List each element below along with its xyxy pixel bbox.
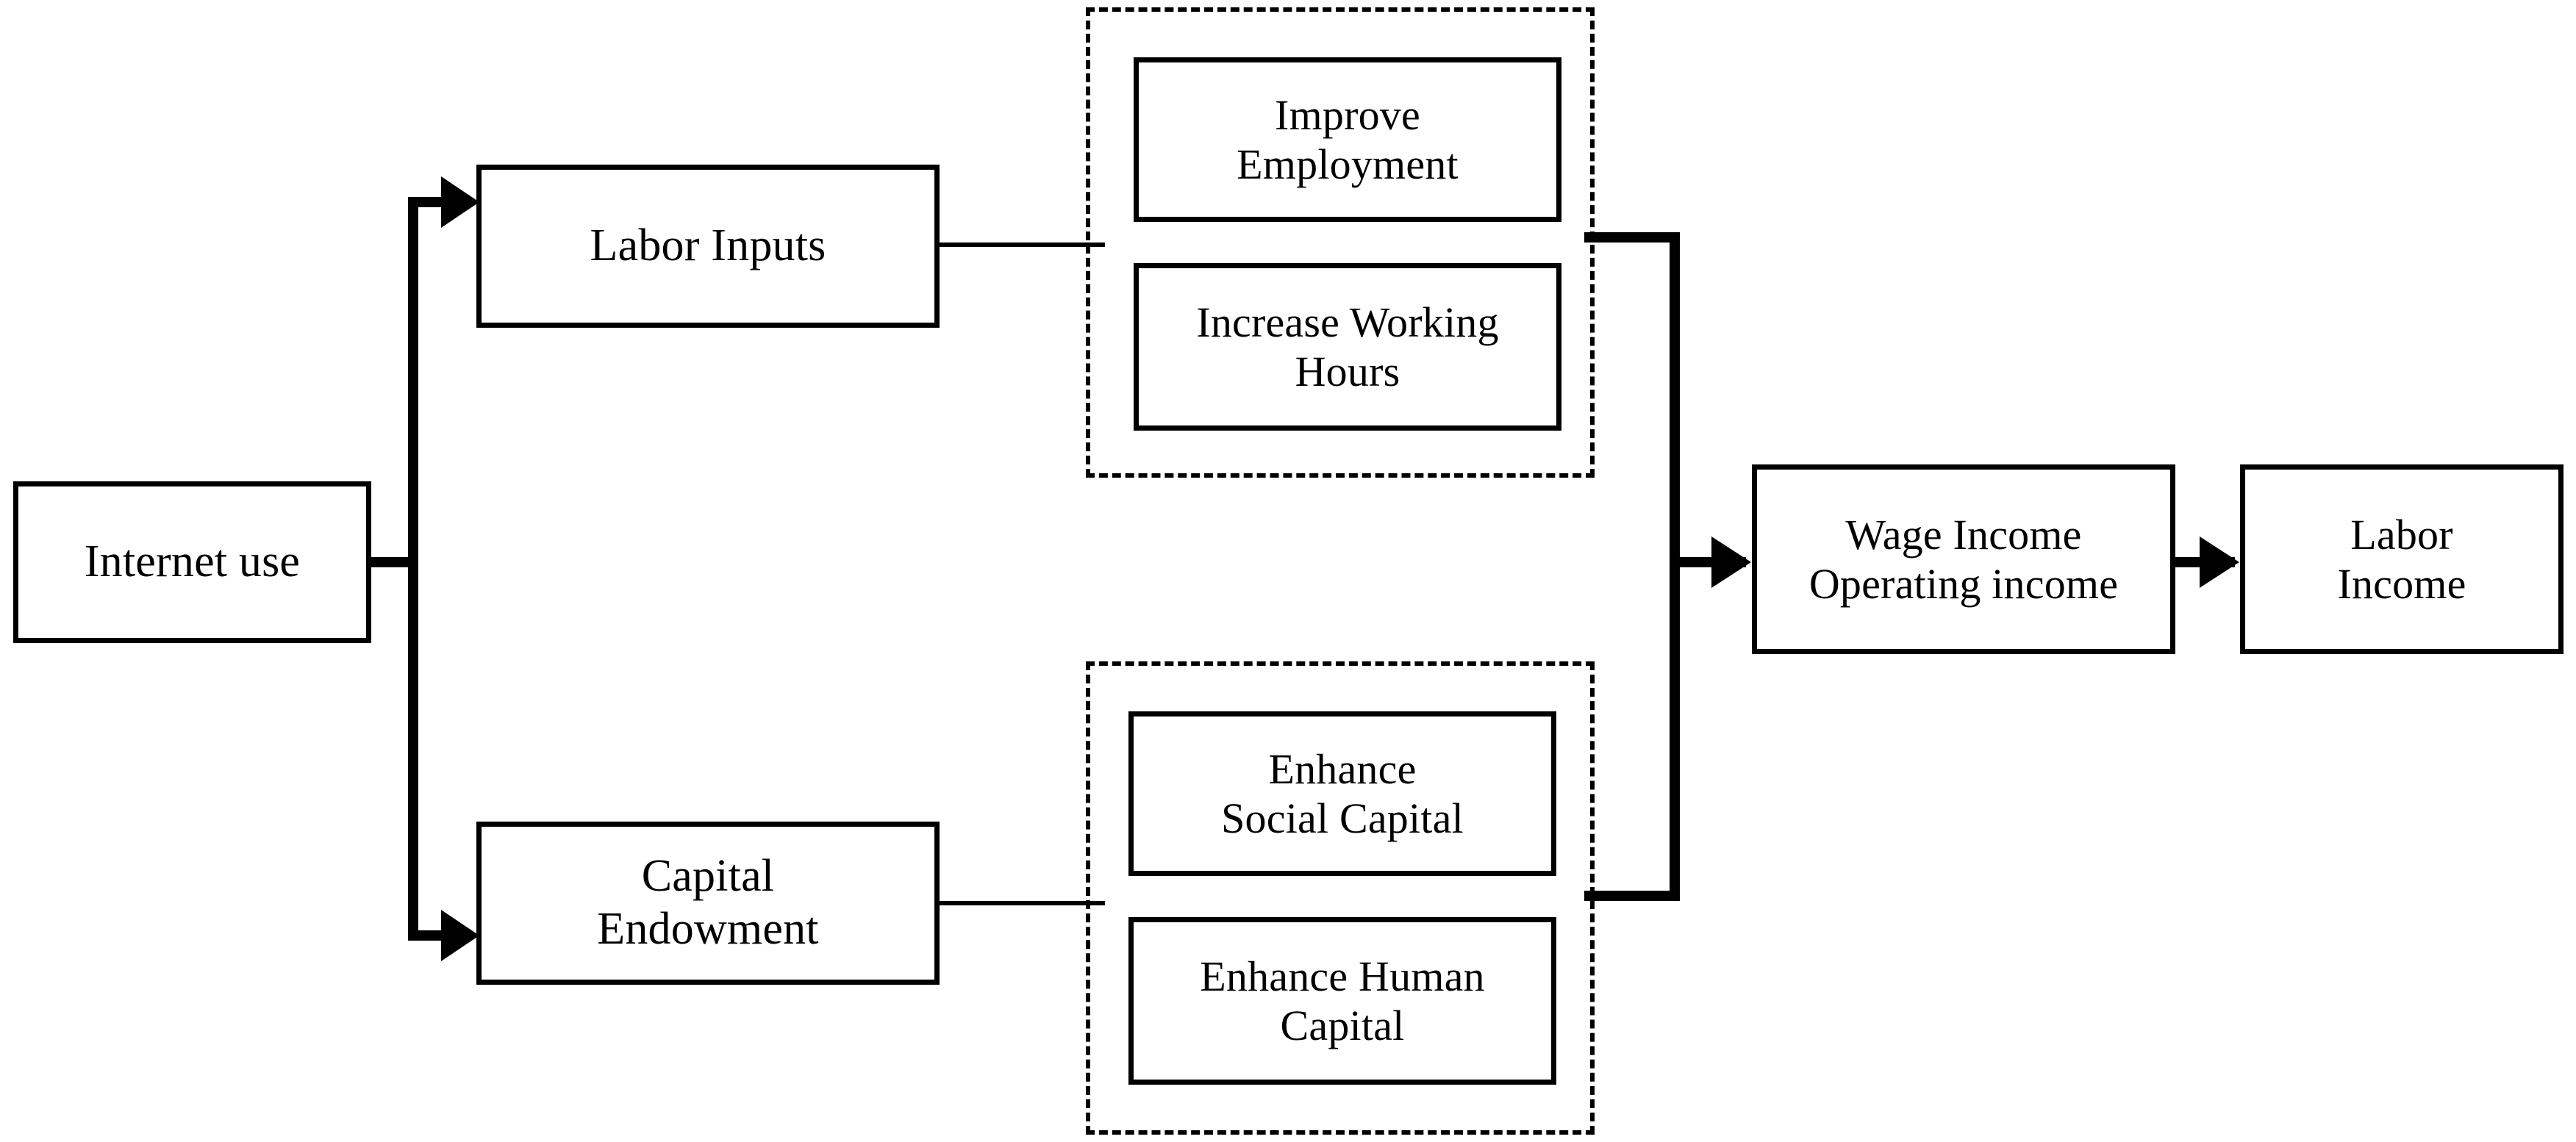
node-capital-endowment-label: Capital Endowment — [597, 851, 819, 954]
arrowhead-labor-income — [2200, 536, 2239, 588]
node-labor-inputs-label: Labor Inputs — [590, 220, 826, 271]
edge-split-vertical-trunk — [408, 197, 418, 941]
node-improve-employment[interactable]: Improve Employment — [1134, 57, 1561, 222]
node-labor-inputs[interactable]: Labor Inputs — [476, 165, 940, 328]
group-capital-mechanisms — [1086, 661, 1595, 1135]
edge-internet-to-split-stub — [371, 557, 417, 567]
node-enhance-social-capital[interactable]: Enhance Social Capital — [1128, 711, 1556, 876]
node-internet-use[interactable]: Internet use — [13, 481, 371, 643]
node-wage-operating-income[interactable]: Wage Income Operating income — [1752, 464, 2175, 654]
node-labor-income[interactable]: Labor Income — [2240, 464, 2564, 654]
node-enhance-human-capital[interactable]: Enhance Human Capital — [1128, 917, 1556, 1085]
arrowhead-capital-endowment — [441, 910, 479, 961]
node-wage-operating-income-label: Wage Income Operating income — [1808, 510, 2119, 608]
node-increase-working-hours[interactable]: Increase Working Hours — [1134, 263, 1561, 431]
edge-capital-endowment-to-capital-group — [937, 901, 1105, 905]
node-increase-working-hours-label: Increase Working Hours — [1196, 298, 1499, 395]
node-labor-income-label: Labor Income — [2337, 510, 2466, 608]
node-capital-endowment[interactable]: Capital Endowment — [476, 822, 940, 985]
edge-merge-vertical-bus — [1670, 232, 1680, 901]
arrowhead-wage-income — [1711, 536, 1751, 588]
edge-capital-group-to-merge — [1584, 891, 1680, 901]
edge-labor-group-to-merge — [1584, 232, 1680, 243]
group-labor-mechanisms — [1086, 7, 1595, 478]
edge-labor-inputs-to-labor-group — [937, 243, 1105, 247]
node-internet-use-label: Internet use — [84, 536, 301, 587]
arrowhead-labor-inputs — [441, 176, 479, 228]
node-improve-employment-label: Improve Employment — [1237, 90, 1459, 188]
node-enhance-social-capital-label: Enhance Social Capital — [1221, 744, 1464, 842]
node-enhance-human-capital-label: Enhance Human Capital — [1200, 952, 1485, 1049]
